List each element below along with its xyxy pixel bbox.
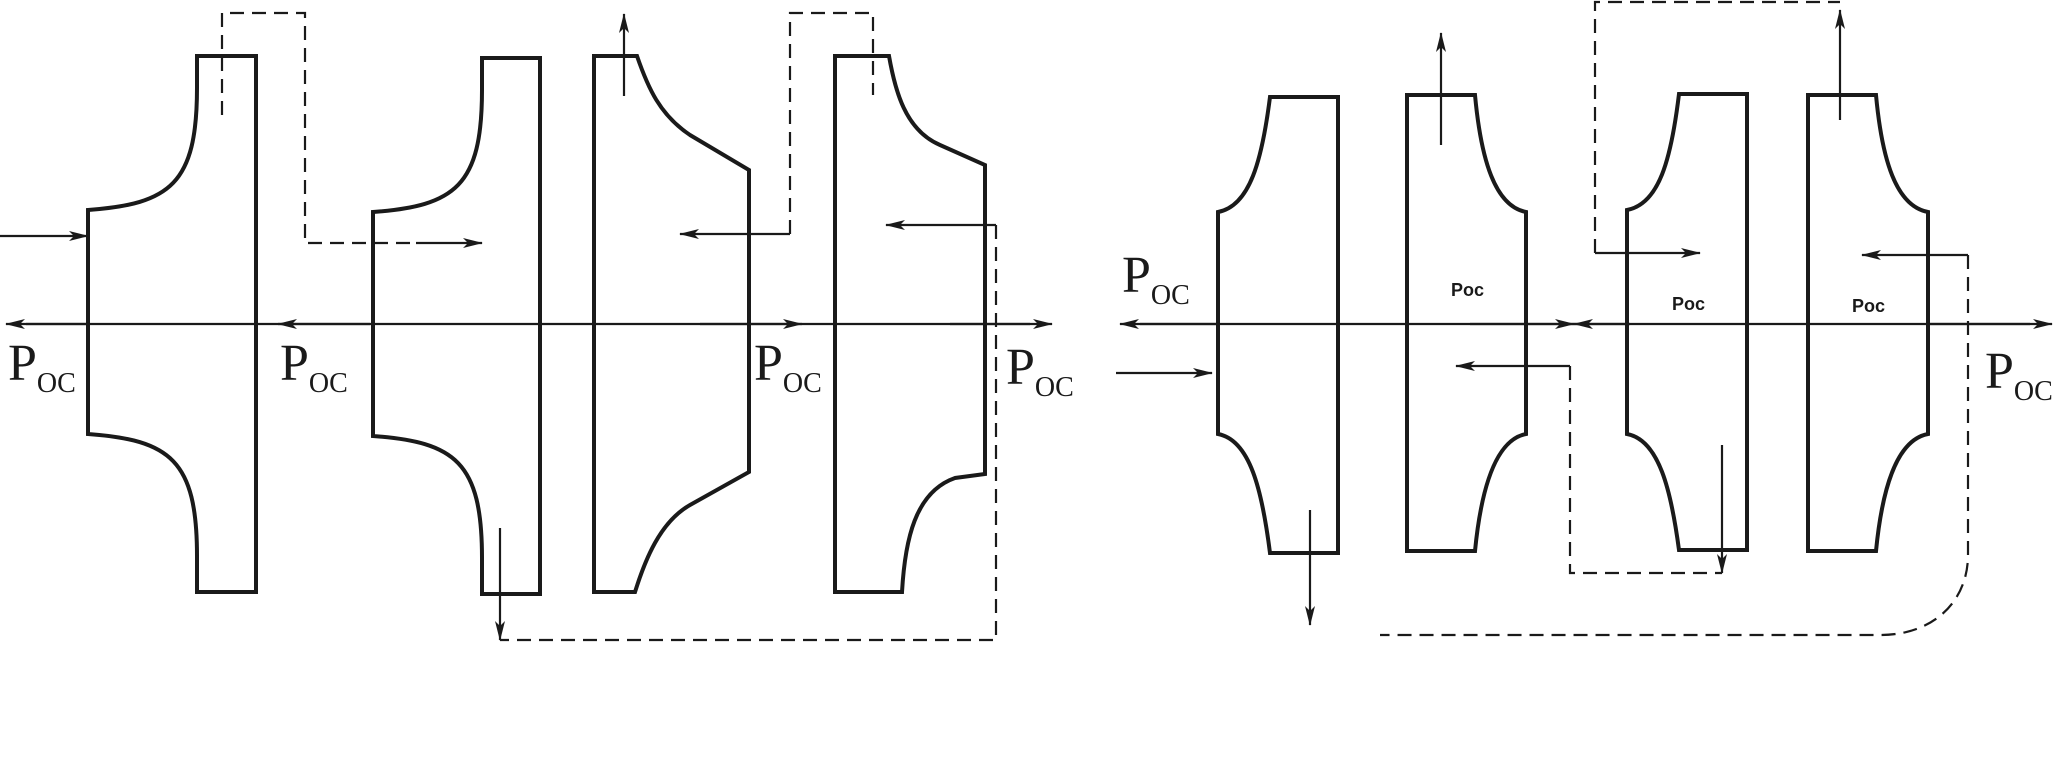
force-label-small-1: Poc — [1451, 280, 1484, 300]
force-label-3: POC — [754, 335, 822, 399]
force-label-5: POC — [1122, 247, 1190, 311]
impeller-8 — [1806, 93, 1930, 553]
crossover-channel-3 — [500, 225, 998, 642]
left-diagram: POC POC POC POC — [0, 11, 1074, 642]
force-label-6: POC — [1985, 343, 2053, 407]
force-label-small-2: Poc — [1672, 294, 1705, 314]
force-label-4: POC — [1006, 339, 1074, 403]
right-diagram: POC POC Poc Poc Poc — [1116, 0, 2053, 637]
impeller-3 — [592, 54, 751, 594]
force-label-1: POC — [8, 335, 76, 399]
crossover-channel-5 — [1568, 366, 1722, 575]
impeller-6 — [1405, 93, 1528, 553]
impeller-2 — [371, 56, 542, 596]
force-label-2: POC — [280, 335, 348, 399]
crossover-channel-4 — [1593, 0, 1840, 253]
impeller-5 — [1216, 95, 1340, 555]
impeller-4 — [833, 54, 987, 594]
force-label-small-3: Poc — [1852, 296, 1885, 316]
crossover-channel-6 — [1380, 255, 1970, 637]
impeller-1 — [86, 54, 258, 594]
impeller-7 — [1625, 92, 1749, 552]
crossover-channel-1 — [220, 11, 416, 245]
crossover-channel-2 — [788, 11, 875, 234]
